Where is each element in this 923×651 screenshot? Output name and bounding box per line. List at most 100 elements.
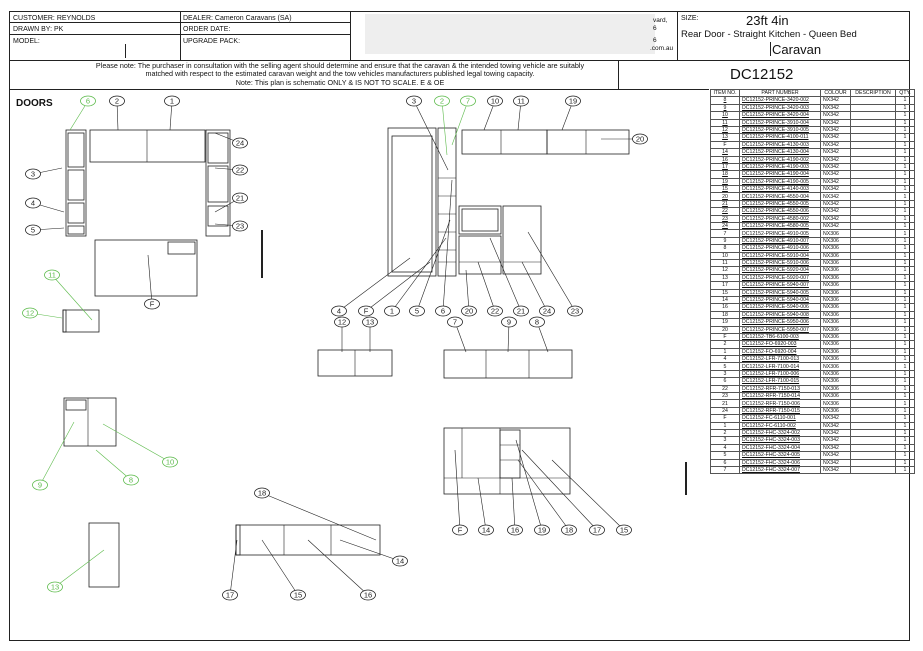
callout-label: 15 <box>294 591 302 600</box>
oven-cabinet <box>502 205 542 275</box>
size-value: 23ft 4in <box>746 13 789 28</box>
callout-bubble <box>232 220 248 232</box>
callout-label: 5 <box>31 226 35 235</box>
callout-bubble <box>529 316 545 328</box>
callout-label: F <box>458 526 463 535</box>
callout-label: 10 <box>491 97 499 106</box>
callout-leader <box>54 549 105 588</box>
sink-cutout <box>167 241 196 255</box>
right-pantry-door <box>205 129 231 237</box>
cabinet-door <box>67 225 85 235</box>
callout-bubble <box>164 95 180 107</box>
callout-bubble <box>539 305 555 317</box>
callout-label: 15 <box>620 526 628 535</box>
address-fragment: vard, <box>653 17 668 24</box>
drawn-by-field: DRAWN BY: PK <box>13 26 64 33</box>
callout-bubble <box>32 479 48 491</box>
callout-bubble <box>513 95 529 107</box>
header-top-rule <box>9 11 910 12</box>
drawer-stack <box>437 127 457 277</box>
callout-label: 24 <box>543 307 551 316</box>
callout-bubble <box>80 95 96 107</box>
callout-bubble <box>44 269 60 281</box>
callout-bubble <box>109 95 125 107</box>
address-fragment: 6 <box>653 25 657 32</box>
callout-bubble <box>434 95 450 107</box>
callout-bubble <box>392 555 408 567</box>
header-bottom-rule <box>9 60 910 61</box>
cabinet-door <box>207 165 229 203</box>
dealer-field: DEALER: Cameron Caravans (SA) <box>183 15 292 22</box>
cabinet-door <box>458 235 502 275</box>
callout-bubble <box>144 298 160 310</box>
note-line: Note: This plan is schematic ONLY & IS N… <box>235 77 445 87</box>
callout-bubble <box>435 305 451 317</box>
bench-panel <box>94 239 198 297</box>
callout-bubble <box>25 197 41 209</box>
callout-bubble <box>25 168 41 180</box>
callout-leader <box>365 261 431 312</box>
callout-label: 17 <box>593 526 601 535</box>
callout-leader <box>261 492 377 541</box>
callout-label: 18 <box>258 489 266 498</box>
callout-leader <box>338 257 411 312</box>
callout-bubble <box>452 524 468 536</box>
single-door <box>88 522 120 588</box>
callout-label: 8 <box>535 318 539 327</box>
order-date-field: ORDER DATE: <box>183 26 231 33</box>
callout-leader <box>441 100 448 156</box>
callout-leader <box>261 539 299 596</box>
callout-bubble <box>501 316 517 328</box>
callout-bubble <box>487 305 503 317</box>
callout-bubble <box>478 524 494 536</box>
callout-leader <box>451 100 469 146</box>
callout-bubble <box>460 95 476 107</box>
customer-field: CUSTOMER: REYNOLDS <box>13 15 96 22</box>
callout-bubble <box>360 589 376 601</box>
header-divider-1 <box>180 11 181 60</box>
callout-label: 23 <box>571 307 579 316</box>
callout-bubble <box>513 305 529 317</box>
cabinet-door <box>67 202 85 224</box>
callout-label: 14 <box>396 557 404 566</box>
callout-leader <box>51 274 93 321</box>
callout-bubble <box>232 164 248 176</box>
callout-bubble <box>254 487 270 499</box>
callout-label: 11 <box>48 271 56 280</box>
overhead-door <box>461 129 548 155</box>
callout-leader <box>521 449 598 531</box>
callout-bubble <box>331 305 347 317</box>
left-pantry-door <box>65 129 87 237</box>
wardrobe-doors <box>63 397 117 447</box>
layout-description: Rear Door - Straight Kitchen - Queen Bed <box>681 29 857 40</box>
callout-label: 7 <box>453 318 457 327</box>
callout-bubble <box>567 305 583 317</box>
overhead-door <box>546 129 630 155</box>
model-field: MODEL: <box>13 38 40 45</box>
callout-label: 13 <box>51 583 59 592</box>
callout-leader <box>465 269 470 312</box>
callout-label: F <box>364 307 369 316</box>
note-line: matched with respect to the estimated ca… <box>145 69 535 79</box>
callout-label: 16 <box>364 591 372 600</box>
callout-leader <box>515 439 543 531</box>
callout-leader <box>551 459 625 531</box>
caravan-box-edge <box>770 42 771 56</box>
microwave-door <box>458 205 502 235</box>
model-box-edge <box>125 44 126 58</box>
upgrade-pack-field: UPGRADE PACK: <box>183 38 241 45</box>
callout-bubble <box>362 316 378 328</box>
callout-leader <box>339 539 401 562</box>
callout-bubble <box>447 316 463 328</box>
address-fragment: 6 <box>653 37 657 44</box>
callout-leader <box>39 421 75 486</box>
callout-leader <box>454 449 461 531</box>
note-bottom-rule <box>9 89 709 90</box>
callout-bubble <box>409 305 425 317</box>
callout-bubble <box>222 589 238 601</box>
callout-label: 20 <box>465 307 473 316</box>
